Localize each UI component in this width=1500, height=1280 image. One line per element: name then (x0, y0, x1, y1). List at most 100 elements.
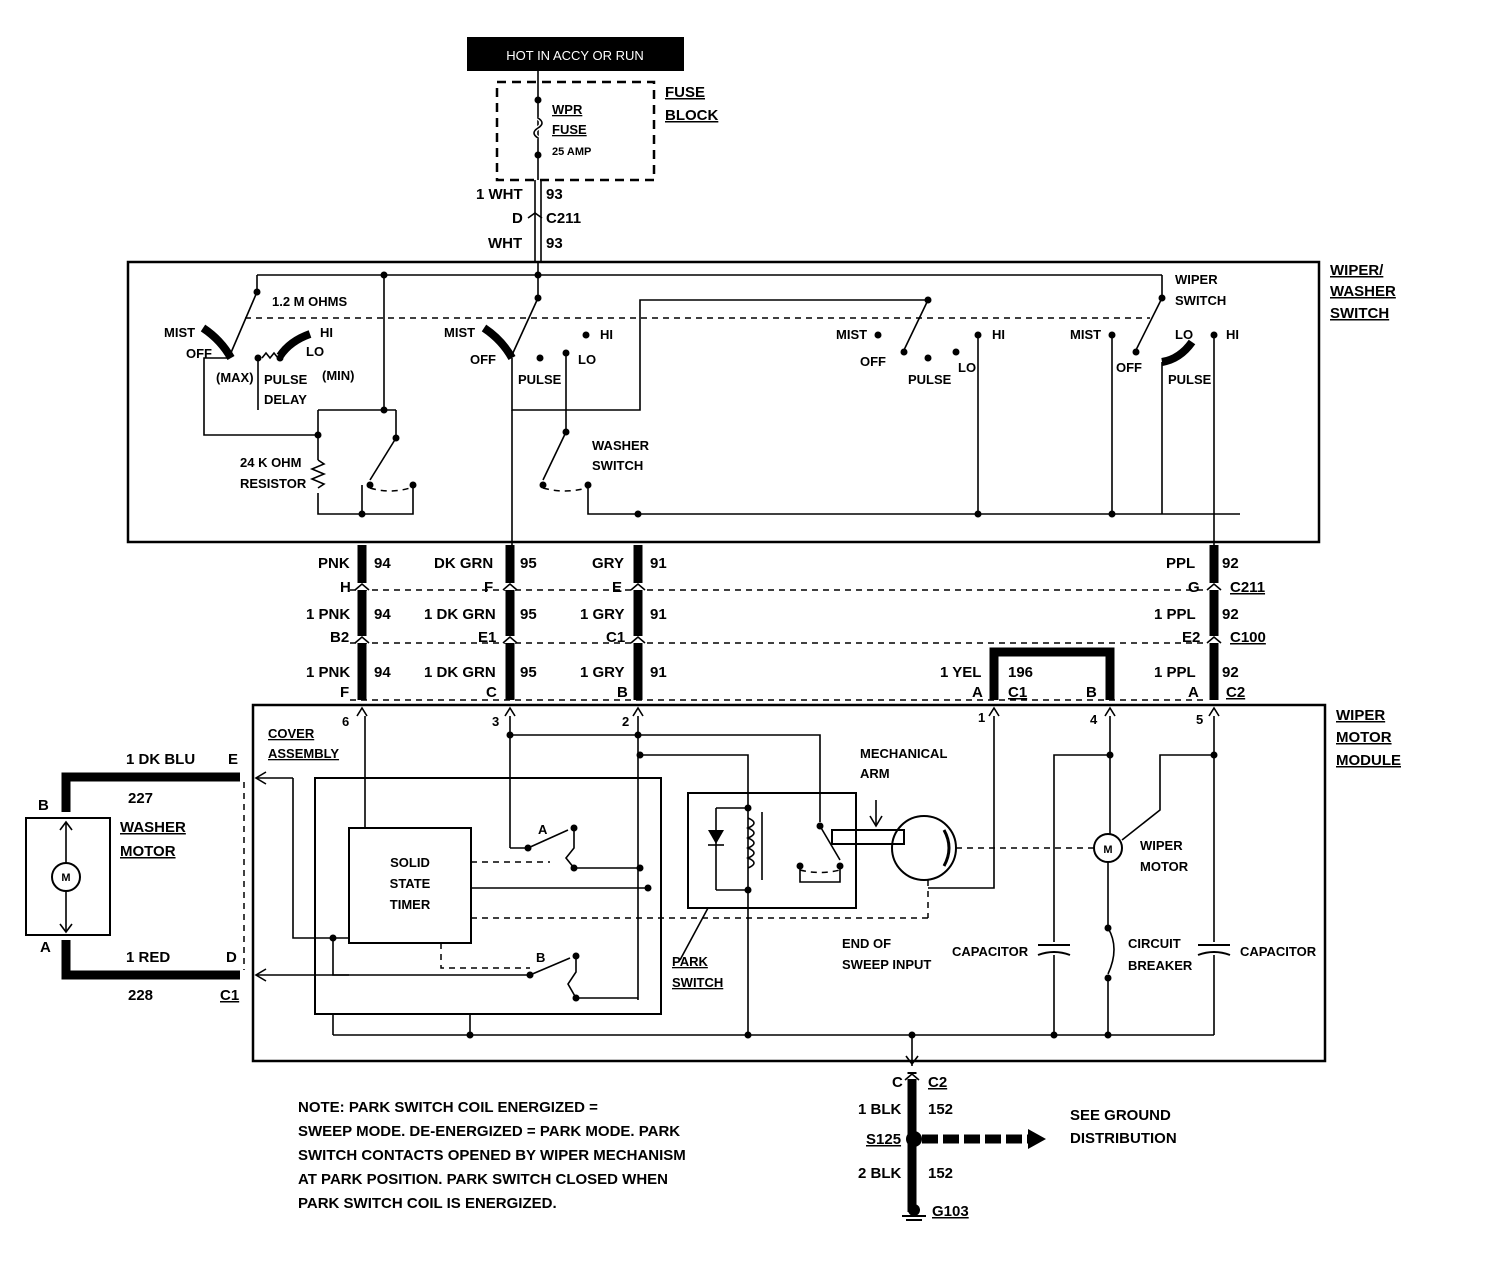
splice-s125 (906, 1131, 922, 1147)
see-ground-1: SEE GROUND (1070, 1107, 1171, 1124)
ground-wire1-circuit: 152 (928, 1101, 953, 1118)
solid-state-timer (348, 827, 472, 944)
mechanical-arm (831, 829, 905, 845)
fuse-block-box (495, 80, 656, 182)
washer-motor-m: M (61, 872, 70, 884)
sec1-min: (MIN) (322, 368, 355, 383)
sec4-pulse: PULSE (1168, 372, 1212, 387)
sec4-lo-contact (1161, 339, 1196, 366)
r1-94-circuit: 94 (374, 555, 391, 572)
sec2-lo: LO (578, 352, 596, 367)
feed-wire2-color: WHT (488, 235, 522, 252)
r3-94-circuit: 94 (374, 664, 391, 681)
eos-label-2: SWEEP INPUT (842, 957, 931, 972)
park-switch-label-2: SWITCH (672, 975, 723, 990)
ground-connector: C2 (928, 1074, 947, 1091)
washer-motor-box (25, 817, 111, 936)
wire-228 (61, 940, 240, 980)
wire-top-color: 1 DK BLU (126, 751, 195, 768)
module-pin-2: 2 (622, 714, 629, 729)
fuse-terminal-bottom (534, 151, 542, 159)
sec1-mist-off-contact (200, 324, 235, 361)
r3-b-pin: B (1086, 684, 1097, 701)
wiper-motor-module-box (251, 703, 1327, 1063)
r3-95-color: 1 DK GRN (424, 664, 496, 681)
park-coil (745, 817, 755, 869)
mech-arm-label-1: MECHANICAL (860, 746, 947, 761)
wiper-motor-label-2: MOTOR (1140, 859, 1189, 874)
fuse-block-title-1: FUSE (665, 84, 705, 101)
washer-pin-a: A (40, 939, 51, 956)
r1-91-circuit: 91 (650, 555, 667, 572)
r3-94-pin: F (340, 684, 349, 701)
sec4-off: OFF (1116, 360, 1142, 375)
note-line-5: PARK SWITCH COIL IS ENERGIZED. (298, 1195, 557, 1212)
sec1-lo: LO (306, 344, 324, 359)
r2-92-pin: E2 (1182, 629, 1200, 646)
r2-92-circuit: 92 (1222, 606, 1239, 623)
sec4-mist: MIST (1070, 327, 1101, 342)
park-diode (708, 830, 724, 844)
module-pin-3: 3 (492, 714, 499, 729)
r3-92-color: 1 PPL (1154, 664, 1196, 681)
wire-196 (989, 647, 1115, 700)
r3-91-pin: B (617, 684, 628, 701)
r1-connector: C211 (1230, 579, 1265, 596)
cover-assembly-box (314, 777, 662, 1015)
ground-wire2-color: 2 BLK (858, 1165, 902, 1182)
r2-connector: C100 (1230, 629, 1266, 646)
fuse-name-2: FUSE (552, 122, 587, 137)
r2-94-pin: B2 (330, 629, 349, 646)
feed-wire1-circuit: 93 (546, 186, 563, 203)
circuit-breaker (1107, 927, 1115, 975)
module-title-2: MOTOR (1336, 729, 1392, 746)
sec3-lo: LO (958, 360, 976, 375)
sec4-hi: HI (1226, 327, 1239, 342)
capacitor-left-label: CAPACITOR (952, 944, 1029, 959)
fuse-terminal-top (534, 96, 542, 104)
r3-196-circuit: 196 (1008, 664, 1033, 681)
r2-92-color: 1 PPL (1154, 606, 1196, 623)
fuse-rating: 25 AMP (552, 146, 591, 158)
r3-92-pin: A (1188, 684, 1199, 701)
wire-bot-pin: D (226, 949, 237, 966)
r2-95-circuit: 95 (520, 606, 537, 623)
r3-95-circuit: 95 (520, 664, 537, 681)
r2-91-circuit: 91 (650, 606, 667, 623)
harness-connector-gaps (355, 583, 1221, 643)
washer-connector: C1 (220, 987, 239, 1004)
r1-95-color: DK GRN (434, 555, 493, 572)
eos-label-1: END OF (842, 936, 891, 951)
switch-title-3: SWITCH (1330, 305, 1389, 322)
cover-assembly-2: ASSEMBLY (268, 746, 339, 761)
sec1-hi-lo-contact (276, 330, 312, 359)
sec1-delay: DELAY (264, 392, 307, 407)
sec3-pulse: PULSE (908, 372, 952, 387)
mech-arm-label-2: ARM (860, 766, 890, 781)
ground-pin: C (892, 1074, 903, 1091)
r1-92-color: PPL (1166, 555, 1195, 572)
see-ground-2: DISTRIBUTION (1070, 1130, 1177, 1147)
harness-connector-marks (354, 582, 1222, 644)
timer-label-3: TIMER (390, 897, 431, 912)
wiper-motor-label-1: WIPER (1140, 838, 1183, 853)
switch-a-label: A (538, 822, 548, 837)
sec3-mist: MIST (836, 327, 867, 342)
r3-92-connector: C2 (1226, 684, 1245, 701)
r3-91-circuit: 91 (650, 664, 667, 681)
resistor-label-1: 24 K OHM (240, 455, 301, 470)
r3-196-pin: A (972, 684, 983, 701)
module-pin-arrows (356, 706, 1220, 717)
r1-95-pin: F (484, 579, 493, 596)
timer-label-1: SOLID (390, 855, 430, 870)
fuse-name-1: WPR (552, 102, 583, 117)
r2-91-color: 1 GRY (580, 606, 624, 623)
power-label-box (467, 37, 684, 71)
sec1-pulse-resistor (261, 351, 279, 360)
wire-bot-circuit: 228 (128, 987, 153, 1004)
sec2-mist: MIST (444, 325, 475, 340)
r1-94-color: PNK (318, 555, 350, 572)
park-switch-box (687, 792, 857, 909)
